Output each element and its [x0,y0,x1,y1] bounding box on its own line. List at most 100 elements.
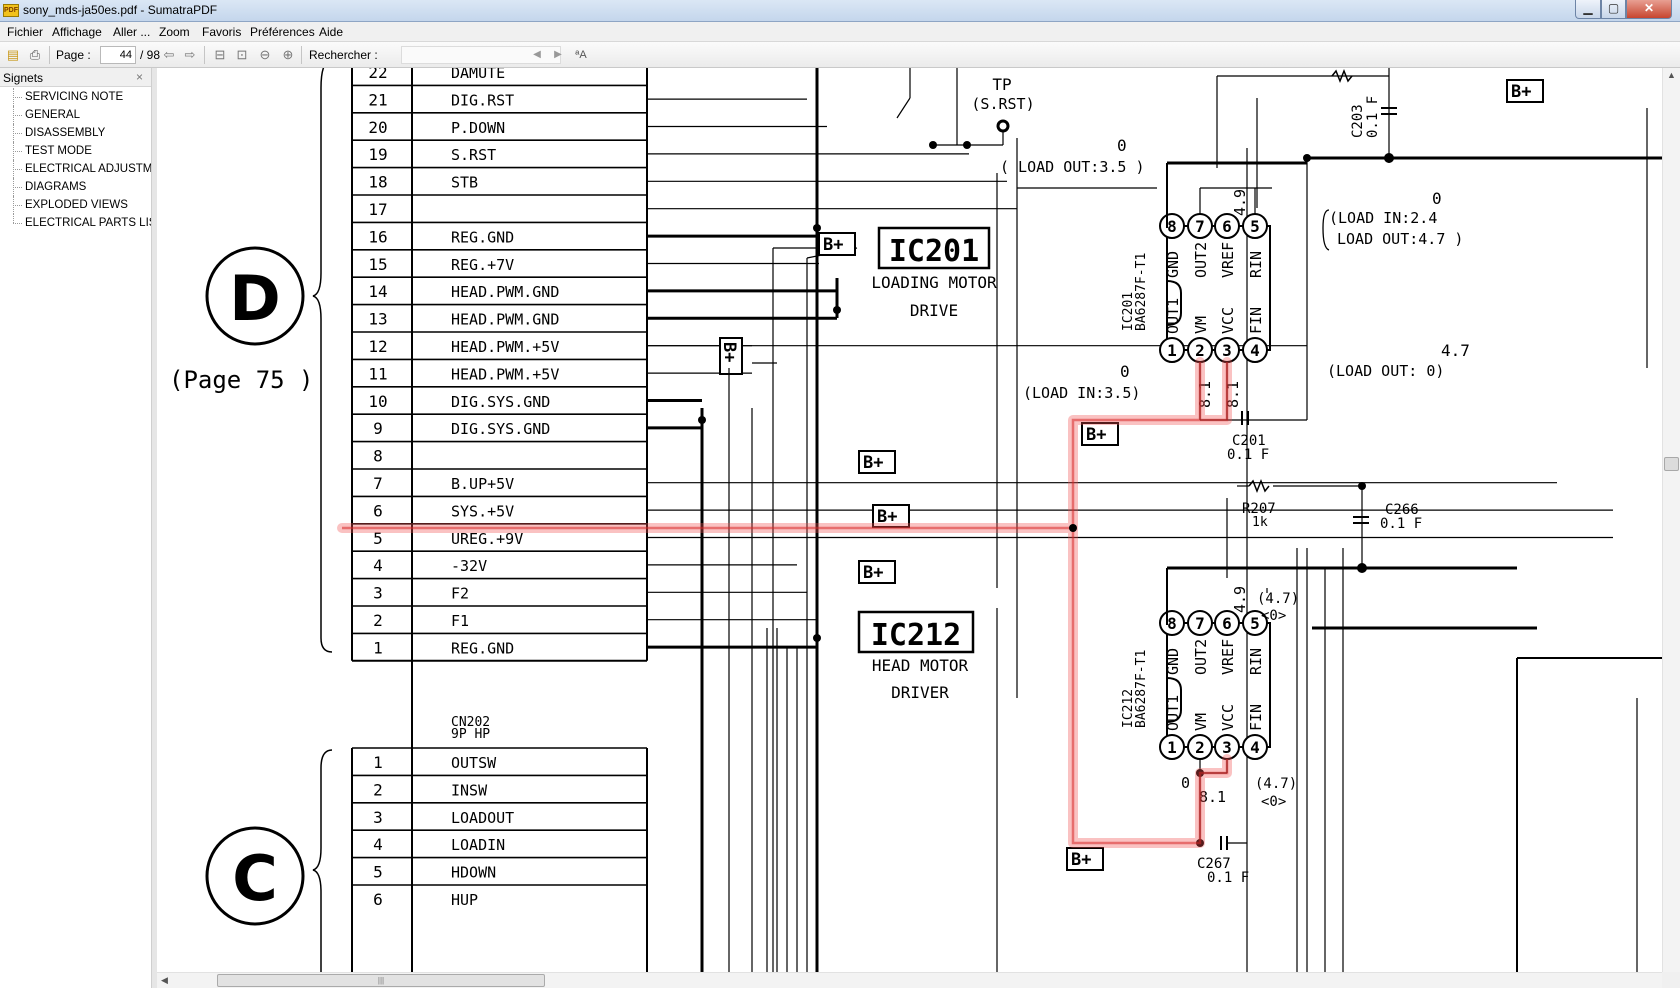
menu-aide[interactable]: Aide [319,25,344,39]
pin-number: 14 [368,282,387,301]
find-next-icon[interactable]: ▶ [554,49,562,60]
search-label: Rechercher : [309,48,378,62]
menu-favoris[interactable]: Favoris [202,25,242,39]
next-page-icon[interactable]: ⇨ [184,47,196,62]
ic-pin-label: VREF [1219,242,1237,278]
pin-signal: REG.GND [451,228,514,246]
junction-dot [813,224,821,232]
bookmark-electrical-parts-list[interactable]: ELECTRICAL PARTS LIST [0,214,151,232]
bplus-label: B+ [1086,425,1106,445]
open-icon[interactable]: ▤ [6,47,20,62]
pin-number: 6 [373,501,383,520]
ic-pin-label: VCC [1219,307,1237,334]
zoom-in-icon[interactable]: ⊕ [282,47,294,62]
ic-pin-label: FIN [1247,307,1265,334]
menu-affichage[interactable]: Affichage [52,25,102,39]
wiring [647,68,1662,972]
vertical-scrollbar[interactable]: ▲ [1662,68,1680,972]
voltage-note: (LOAD IN:3.5) [1023,384,1140,402]
pin-number: 3 [373,584,383,603]
vertical-scroll-thumb[interactable] [1664,457,1679,471]
pin-signal: UREG.+9V [451,530,523,548]
page-input[interactable] [100,46,136,64]
pin-number: 10 [368,392,387,411]
menu-aller[interactable]: Aller ... [113,25,151,39]
menu-fichier[interactable]: Fichier [7,25,44,39]
pin-signal: DIG.RST [451,91,514,109]
pin-number: 2 [373,780,383,799]
bplus-box [1081,422,1119,446]
sidebar-splitter[interactable] [152,68,157,988]
pin-signal: DAMUTE [451,68,505,82]
zoom-out-icon[interactable]: ⊖ [259,47,271,62]
horizontal-scroll-thumb[interactable]: ||| [217,974,545,987]
capacitor-value: 0.1 F [1380,516,1422,532]
maximize-button[interactable]: ▢ [1601,0,1626,19]
ic-pin-number: 6 [1222,217,1232,236]
bookmark-general[interactable]: GENERAL [0,106,151,124]
bplus-box [818,232,856,256]
junction-dot [833,306,841,314]
bplus-label: B+ [719,342,739,362]
bplus-box [719,337,743,375]
voltage-note: <0> [1261,608,1286,624]
connector-circle [205,826,305,926]
junction-dot [813,634,821,642]
pin-number: 1 [373,753,383,772]
voltage-note: (LOAD OUT: 0) [1327,362,1444,380]
pin-number: 5 [373,863,383,882]
prev-page-icon[interactable]: ⇦ [163,47,175,62]
pin-number: 7 [373,474,383,493]
bookmark-test-mode[interactable]: TEST MODE [0,142,151,160]
ic-pin-number: 1 [1167,738,1177,757]
ic-pin-label: GND [1164,251,1182,278]
ic-pin [1214,213,1240,239]
bplus-box [1506,79,1544,103]
pin-number: 5 [373,529,383,548]
pin-number: 16 [368,227,387,246]
test-point-signal: (S.RST) [971,95,1034,113]
ic-pin-number: 1 [1167,341,1177,360]
find-prev-icon[interactable]: ◀ [533,49,541,60]
scrollbar-corner [1662,972,1680,988]
close-button[interactable]: ✕ [1626,0,1672,19]
bplus-box [858,560,896,584]
sidebar-close-icon[interactable]: × [136,70,144,84]
print-icon[interactable]: ⎙ [29,47,41,62]
pin-number: 18 [368,173,387,192]
pin-number: 6 [373,890,383,909]
scroll-up-icon[interactable]: ▲ [1667,70,1676,80]
horizontal-scrollbar[interactable]: ◀ ||| [157,972,1662,988]
bookmark-electrical-adjustments[interactable]: ELECTRICAL ADJUSTME [0,160,151,178]
menu-preferences[interactable]: Préférences [250,25,315,39]
bookmark-servicing-note[interactable]: SERVICING NOTE [0,88,151,106]
scroll-left-icon[interactable]: ◀ [161,975,168,985]
voltage-note: (4.7) [1257,591,1299,607]
ic212: 8GND7OUT26VREF5RIN1OUT12VM3VCC4FINIC212B… [857,563,1517,847]
pin-signal: B.UP+5V [451,475,514,493]
bookmark-exploded-views[interactable]: EXPLODED VIEWS [0,196,151,214]
highlight-trace [337,357,1232,848]
voltage-label: 0 [1120,362,1130,381]
fit-width-icon[interactable]: ⊡ [236,47,248,62]
ic-part-number: BA6287F-T1 [1134,253,1149,331]
ic-description: DRIVE [910,301,958,320]
ic-title-box [857,610,975,654]
search-input[interactable] [401,46,561,64]
pin-signal: F1 [451,612,469,630]
minimize-button[interactable]: ▁ [1575,0,1601,19]
pin-signal: LOADOUT [451,809,514,827]
bookmark-disassembly[interactable]: DISASSEMBLY [0,124,151,142]
ic-pin [1214,610,1240,636]
ic-pin-label: VREF [1219,639,1237,675]
ic-pin-label: VM [1192,316,1210,334]
menu-zoom[interactable]: Zoom [159,25,190,39]
match-case-icon[interactable]: ªA [575,49,587,61]
bookmark-diagrams[interactable]: DIAGRAMS [0,178,151,196]
voltage-label: 4.9 [1231,586,1249,613]
ic-title-box [877,226,991,270]
fit-page-icon[interactable]: ⊟ [214,47,226,62]
ic-pin-label: FIN [1247,704,1265,731]
